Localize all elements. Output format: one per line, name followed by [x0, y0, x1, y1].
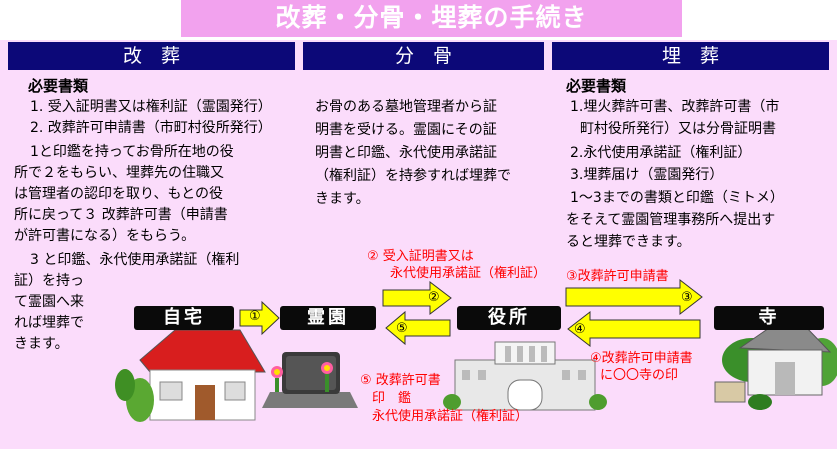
step-number-3: ③	[681, 290, 693, 305]
kaisou-required-title: 必要書類	[28, 77, 89, 95]
step-number-2: ②	[428, 290, 440, 305]
note-step4: ④改葬許可申請書	[590, 351, 693, 366]
location-office: 役所	[457, 306, 561, 330]
arrow-step1	[239, 300, 280, 336]
maisou-required-title: 必要書類	[566, 77, 627, 95]
kaisou-line: 1と印鑑を持ってお骨所在地の役	[30, 144, 234, 160]
maisou-line: 町村役所発行）又は分骨証明書	[580, 121, 776, 137]
location-temple: 寺	[714, 306, 824, 330]
kaisou-line: 1. 受入証明書又は権利証（霊園発行）	[30, 99, 272, 115]
maisou-line: 1.埋火葬許可書、改葬許可書（市	[570, 99, 780, 115]
maisou-line: 1～3までの書類と印鑑（ミトメ）	[570, 190, 784, 206]
grave-illustration	[262, 352, 358, 408]
kaisou-line: は管理者の認印を取り、もとの役	[14, 186, 224, 202]
kaisou-line: 所に戻って３ 改葬許可書（申請書	[14, 207, 228, 223]
kaisou-line: 2. 改葬許可申請書（市町村役所発行）	[30, 120, 272, 136]
note-step5: 印 鑑	[372, 391, 412, 406]
house-illustration	[115, 329, 266, 422]
step-number-5: ⑤	[396, 321, 408, 336]
bunkotsu-line: 明書を受ける。霊園にその証	[315, 122, 497, 138]
note-step3: ③改葬許可申請書	[566, 269, 669, 284]
kaisou-line: 3 と印鑑、永代使用承諾証（権利	[30, 252, 240, 268]
location-home: 自宅	[134, 306, 234, 330]
bunkotsu-line: （権利証）を持参すれば埋葬で	[315, 168, 511, 184]
bunkotsu-line: きます。	[315, 191, 370, 207]
maisou-line: 2.永代使用承諾証（権利証）	[570, 145, 752, 161]
kaisou-line: きます。	[14, 336, 69, 352]
note-step2: 永代使用承諾証（権利証）	[390, 266, 547, 281]
note-step2: ② 受入証明書又は	[367, 249, 474, 264]
bunkotsu-line: お骨のある墓地管理者から証	[315, 99, 497, 115]
maisou-line: ると埋葬できます。	[566, 234, 691, 250]
page-title: 改葬・分骨・埋葬の手続き	[275, 3, 588, 32]
step-number-4: ④	[574, 322, 586, 337]
maisou-line: をそえて霊園管理事務所へ提出す	[566, 212, 776, 228]
step-number-1: ①	[249, 309, 261, 324]
office-illustration	[443, 341, 607, 411]
kaisou-line: 所で２をもらい、埋葬先の住職又	[14, 165, 224, 181]
bunkotsu-line: 明書と印鑑、永代使用承諾証	[315, 145, 497, 161]
kaisou-line: れば埋葬で	[14, 315, 84, 331]
temple-illustration	[714, 325, 837, 410]
arrow-step3	[565, 278, 703, 316]
kaisou-line: 証）を持っ	[14, 273, 84, 289]
note-step5: ⑤ 改葬許可書	[360, 373, 441, 388]
header-bunkotsu: 分 骨	[303, 42, 544, 70]
note-step4: に〇〇寺の印	[600, 368, 679, 383]
arrow-step2	[382, 280, 452, 316]
title-banner: 改葬・分骨・埋葬の手続き	[181, 0, 682, 37]
header-kaisou: 改 葬	[8, 42, 295, 70]
maisou-line: 3.埋葬届け（霊園発行）	[570, 167, 724, 183]
note-step5: 永代使用承諾証（権利証）	[372, 409, 529, 424]
location-cemetery: 霊園	[280, 306, 376, 330]
kaisou-line: が許可書になる）をもらう。	[14, 228, 196, 244]
header-maisou: 埋 葬	[552, 42, 829, 70]
arrow-step4	[567, 310, 701, 348]
arrow-step5	[385, 310, 451, 346]
kaisou-line: て霊園へ来	[14, 294, 84, 310]
